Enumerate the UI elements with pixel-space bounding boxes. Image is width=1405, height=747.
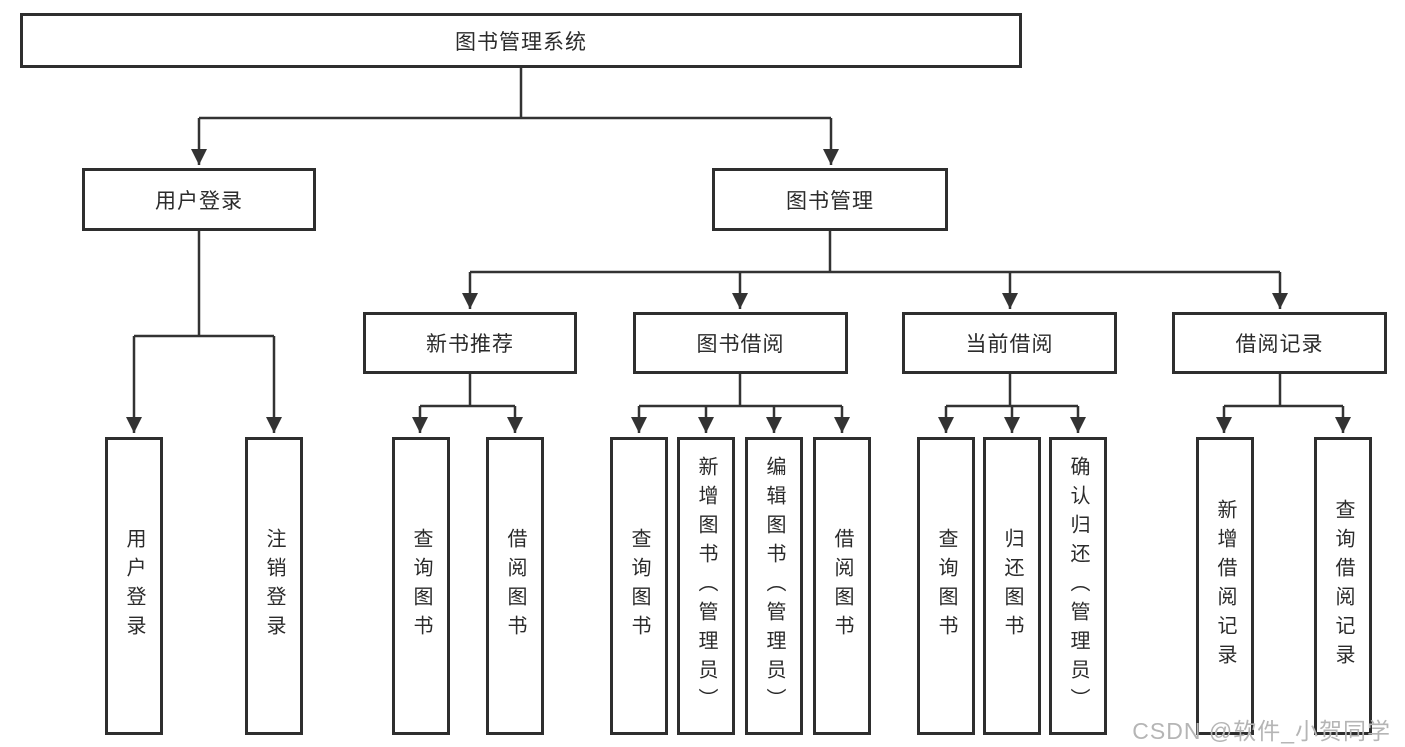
leaf-current-return-books: 归还图书: [983, 437, 1041, 735]
leaf-label: 归还图书: [1001, 528, 1023, 644]
leaf-recommend-borrow-books: 借阅图书: [486, 437, 544, 735]
node-new-book-recommend: 新书推荐: [363, 312, 577, 374]
node-user-login-branch: 用户登录: [82, 168, 316, 231]
leaf-label: 查询借阅记录: [1332, 499, 1354, 673]
leaf-current-confirm-return-admin: 确认归还（管理员）: [1049, 437, 1107, 735]
leaf-borrow-add-books-admin: 新增图书（管理员）: [677, 437, 735, 735]
leaf-borrow-edit-books-admin: 编辑图书（管理员）: [745, 437, 803, 735]
leaf-records-query-borrow-record: 查询借阅记录: [1314, 437, 1372, 735]
node-current-borrowing: 当前借阅: [902, 312, 1117, 374]
leaf-label: 用户登录: [123, 528, 145, 644]
node-label: 图书借阅: [696, 333, 785, 356]
leaf-label: 查询图书: [628, 528, 650, 644]
leaf-label: 注销登录: [263, 528, 285, 644]
node-label: 图书管理系统: [455, 30, 587, 54]
leaf-recommend-query-books: 查询图书: [392, 437, 450, 735]
leaf-borrow-borrow-books: 借阅图书: [813, 437, 871, 735]
node-label: 图书管理: [786, 189, 874, 213]
node-library-management-system: 图书管理系统: [20, 13, 1022, 68]
leaf-records-add-borrow-record: 新增借阅记录: [1196, 437, 1254, 735]
leaf-label: 确认归还（管理员）: [1067, 455, 1089, 717]
leaf-label: 借阅图书: [831, 528, 853, 644]
node-book-borrowing: 图书借阅: [633, 312, 848, 374]
node-label: 用户登录: [155, 189, 243, 213]
leaf-label: 新增借阅记录: [1214, 499, 1236, 673]
leaf-label: 查询图书: [410, 528, 432, 644]
node-label: 新书推荐: [426, 333, 514, 356]
leaf-current-query-books: 查询图书: [917, 437, 975, 735]
node-label: 当前借阅: [965, 333, 1054, 356]
leaf-label: 新增图书（管理员）: [695, 455, 717, 717]
leaf-logout: 注销登录: [245, 437, 303, 735]
leaf-user-login: 用户登录: [105, 437, 163, 735]
csdn-watermark: CSDN @软件_小贺同学: [1132, 718, 1391, 744]
node-label: 借阅记录: [1235, 333, 1324, 356]
node-borrowing-records: 借阅记录: [1172, 312, 1387, 374]
leaf-borrow-query-books: 查询图书: [610, 437, 668, 735]
node-book-management-branch: 图书管理: [712, 168, 948, 231]
leaf-label: 查询图书: [935, 528, 957, 644]
leaf-label: 借阅图书: [504, 528, 526, 644]
leaf-label: 编辑图书（管理员）: [763, 455, 785, 717]
